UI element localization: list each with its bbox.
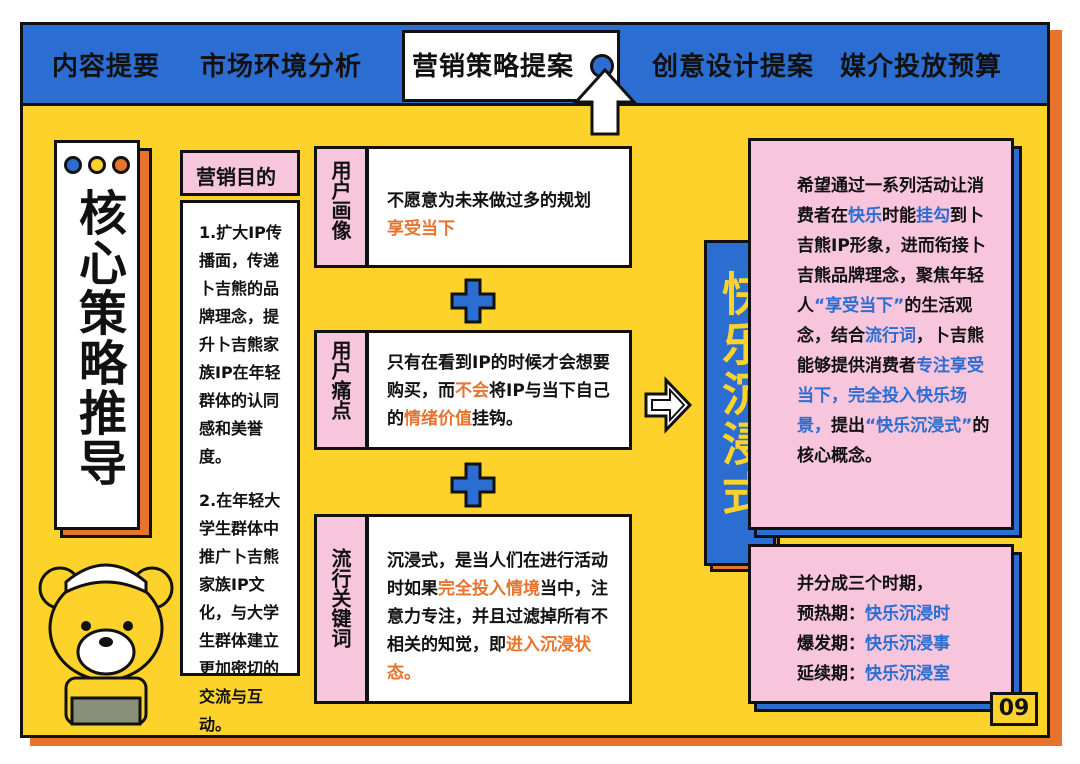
goal-box: 1.扩大IP传播面，传递卜吉熊的品牌理念，提升卜吉熊家族IP在年轻群体的认同感和… — [180, 200, 300, 734]
phases-box: 并分成三个时期， 预热期：快乐沉浸时 爆发期：快乐沉浸事 延续期：快乐沉浸室 — [748, 544, 1014, 704]
nav-item-creative[interactable]: 创意设计提案 — [652, 52, 815, 82]
bear-mascot-icon — [38, 563, 174, 726]
nav-item-summary[interactable]: 内容提要 — [52, 52, 161, 82]
phase-row: 延续期：快乐沉浸室 — [797, 664, 950, 684]
goal-point-2: 2.在年轻大学生群体中推广卜吉熊家族IP文化，与大学生群体建立更加密切的交流与互… — [199, 491, 281, 734]
plus-icon — [450, 278, 496, 324]
goal-header-box — [180, 150, 300, 196]
title-card — [54, 140, 140, 530]
row1-label: 用户画像 — [328, 160, 352, 240]
sidebar-title: 核心策略推导 — [70, 188, 126, 488]
nav-active-tab[interactable] — [402, 30, 620, 102]
row1-line1: 不愿意为未来做过多的规划 — [387, 191, 591, 211]
goal-header: 营销目的 — [196, 165, 276, 189]
nav-item-strategy[interactable]: 营销策略提案 — [412, 52, 575, 82]
dot-yellow-icon — [88, 156, 106, 174]
phase-row: 预热期：快乐沉浸时 — [797, 604, 950, 624]
phases-intro: 并分成三个时期， — [797, 574, 933, 594]
row1-line2: 享受当下 — [387, 219, 455, 239]
nav-item-market[interactable]: 市场环境分析 — [200, 52, 363, 82]
row2-label-box — [314, 330, 368, 450]
dot-blue-icon — [64, 156, 82, 174]
row3-label: 流行关键词 — [328, 548, 352, 648]
goal-point-1: 1.扩大IP传播面，传递卜吉熊的品牌理念，提升卜吉熊家族IP在年轻群体的认同感和… — [199, 223, 282, 466]
phase-row: 爆发期：快乐沉浸事 — [797, 634, 950, 654]
row2-text: 只有在看到IP的时候才会想要购买，而不会将IP与当下自己的情绪价值挂钩。 — [387, 353, 610, 429]
row3-box: 沉浸式，是当人们在进行活动时如果完全投入情境当中，注意力专注，并且过滤掉所有不相… — [366, 514, 632, 704]
right-arrow-icon — [644, 376, 693, 434]
page-number: 09 — [990, 692, 1038, 726]
up-arrow-icon — [572, 67, 638, 136]
summary-text: 希望通过一系列活动让消费者在快乐时能挂勾到卜吉熊IP形象，进而衔接卜吉熊品牌理念… — [797, 176, 990, 466]
row2-box: 只有在看到IP的时候才会想要购买，而不会将IP与当下自己的情绪价值挂钩。 — [366, 330, 632, 450]
dot-orange-icon — [112, 156, 130, 174]
plus-icon — [450, 462, 496, 508]
nav-item-media[interactable]: 媒介投放预算 — [840, 52, 1003, 82]
summary-box: 希望通过一系列活动让消费者在快乐时能挂勾到卜吉熊IP形象，进而衔接卜吉熊品牌理念… — [748, 138, 1014, 530]
row2-label: 用户痛点 — [328, 340, 352, 420]
row3-text: 沉浸式，是当人们在进行活动时如果完全投入情境当中，注意力专注，并且过滤掉所有不相… — [387, 551, 608, 683]
row1-label-box — [314, 146, 368, 268]
row1-box: 不愿意为未来做过多的规划 享受当下 — [366, 146, 632, 268]
